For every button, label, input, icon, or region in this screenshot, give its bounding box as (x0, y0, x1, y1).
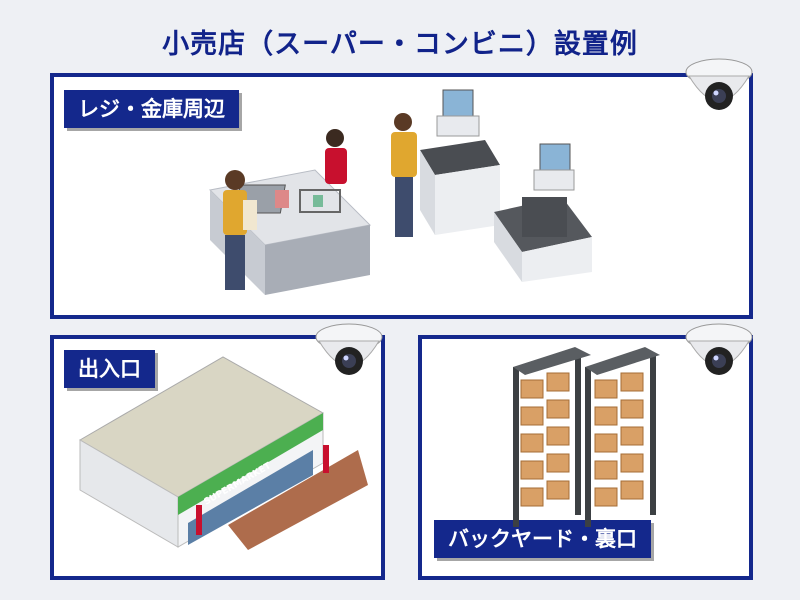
page-title: 小売店（スーパー・コンビニ）設置例 (162, 29, 638, 60)
backyard-label: バックヤード・裏口 (434, 520, 651, 558)
checkout-label: レジ・金庫周辺 (64, 90, 239, 128)
dome-camera-icon (315, 323, 383, 375)
dome-camera-icon (685, 323, 753, 375)
self-checkout-illustration (494, 143, 592, 282)
checkout-counter-illustration (208, 129, 372, 295)
dome-camera-icon (685, 58, 753, 110)
storage-shelves-illustration (513, 347, 660, 527)
self-checkout-illustration (391, 89, 500, 237)
entrance-label: 出入口 (64, 350, 155, 388)
supermarket-building-illustration: SUPERMARKET (79, 356, 368, 550)
